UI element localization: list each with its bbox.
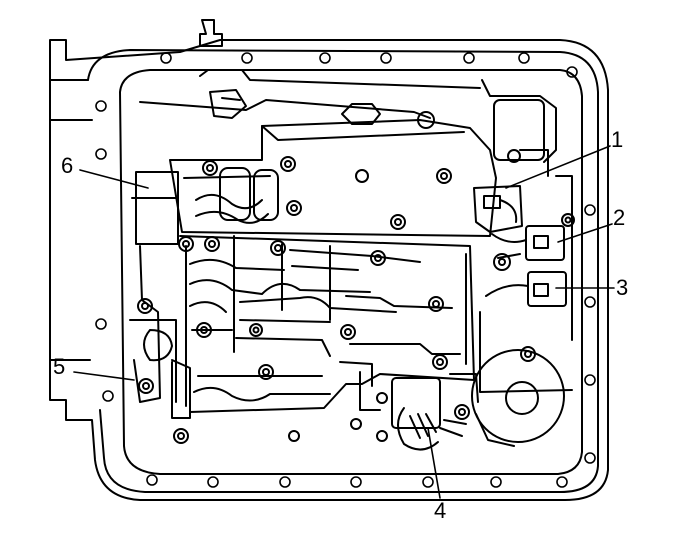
callout-2: 2 <box>613 205 626 230</box>
left-assembly <box>129 171 191 444</box>
callout-5: 5 <box>53 354 66 379</box>
leader-line-6 <box>79 169 149 189</box>
lower-valve-body <box>178 235 475 442</box>
leader-lines <box>73 145 615 499</box>
lower-right-assembly <box>359 346 565 451</box>
leader-line-2 <box>557 223 613 243</box>
right-solenoids <box>473 149 575 393</box>
leader-line-5 <box>73 371 135 381</box>
callout-6: 6 <box>61 153 74 178</box>
leader-line-1 <box>505 145 611 189</box>
callout-4: 4 <box>434 498 447 523</box>
pan-bolts <box>95 52 596 488</box>
callout-1: 1 <box>611 127 624 152</box>
leader-line-4 <box>427 427 441 499</box>
callout-3: 3 <box>616 275 629 300</box>
top-linkage <box>139 19 557 163</box>
case-outline <box>49 39 609 501</box>
upper-plate <box>169 103 497 237</box>
